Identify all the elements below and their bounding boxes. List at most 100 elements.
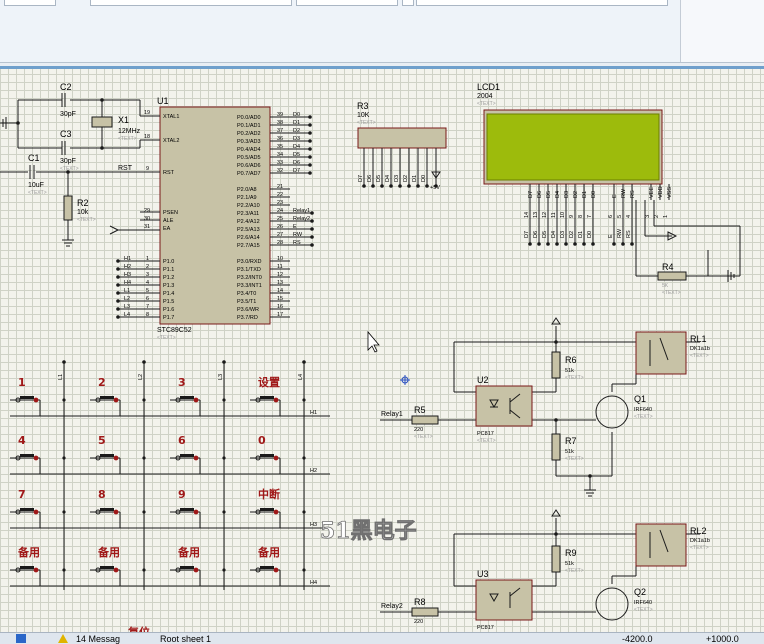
key-contact xyxy=(175,567,181,573)
net-label: D6 xyxy=(533,231,539,238)
u1-pin-label: P1.4 xyxy=(163,291,174,297)
u1-pin-label: P2.2/A10 xyxy=(237,203,260,209)
rl1-relay[interactable] xyxy=(635,331,687,375)
lcd-pin-label: D3 xyxy=(564,191,570,198)
key-contact xyxy=(273,455,279,461)
x1-placeholder: <TEXT> xyxy=(118,136,137,142)
lcd1-part: 2004 xyxy=(477,93,493,100)
u1-pin-label: P0.0/AD0 xyxy=(237,115,261,121)
q2-placeholder: <TEXT> xyxy=(634,607,653,613)
net-dot xyxy=(582,242,586,246)
lcd1-ref: LCD1 xyxy=(477,82,500,92)
u1-pin-label: P1.3 xyxy=(163,283,174,289)
column-net-label: L4 xyxy=(298,374,304,380)
relay1-net: Relay1 xyxy=(381,411,403,418)
q1-ref: Q1 xyxy=(634,394,646,404)
rl2-relay[interactable] xyxy=(635,523,687,567)
net-label: D0 xyxy=(293,112,300,118)
lcd-pin-label: VEE xyxy=(649,187,655,198)
pin-num: 19 xyxy=(144,110,150,116)
lcd-pin-num: 13 xyxy=(533,212,539,218)
pin-num: 15 xyxy=(277,296,283,302)
column-net-label: L2 xyxy=(138,374,144,380)
relay2-net: Relay2 xyxy=(381,603,403,610)
r3-placeholder: <TEXT> xyxy=(357,120,376,126)
net-dot xyxy=(308,115,312,119)
net-dot xyxy=(142,568,146,572)
net-dot xyxy=(302,360,306,364)
key-button xyxy=(100,454,114,457)
key-contact xyxy=(273,567,279,573)
q1-placeholder: <TEXT> xyxy=(634,414,653,420)
sheet-name[interactable]: Root sheet 1 xyxy=(160,634,212,644)
net-dot xyxy=(116,267,120,271)
pin-num: 31 xyxy=(144,224,150,230)
u2-optocoupler[interactable] xyxy=(475,385,533,427)
lcd-pin-label: D1 xyxy=(582,191,588,198)
net-dot xyxy=(142,360,146,364)
u1-mcu[interactable] xyxy=(159,106,271,325)
r6-ref: R6 xyxy=(565,355,577,365)
lcd-pin-label: D5 xyxy=(546,191,552,198)
net-dot xyxy=(308,131,312,135)
r3-ref: R3 xyxy=(357,101,369,111)
key-button xyxy=(180,454,194,457)
key-contact xyxy=(113,455,119,461)
key-contact xyxy=(193,567,199,573)
key-contact xyxy=(255,455,261,461)
r6-value: 51k xyxy=(565,368,574,374)
key-button xyxy=(20,396,34,399)
u1-pin-label: P0.7/AD7 xyxy=(237,171,261,177)
u1-pin-label: P1.2 xyxy=(163,275,174,281)
r5-placeholder: <TEXT> xyxy=(414,434,433,440)
pin-num: 17 xyxy=(277,312,283,318)
net-label: RW xyxy=(293,232,303,238)
lcd-pin-label: D0 xyxy=(591,191,597,198)
u1-pin-label: P1.1 xyxy=(163,267,174,273)
r4-value: 5K xyxy=(662,283,669,289)
toolbar-strip xyxy=(402,0,414,6)
net-dot xyxy=(62,510,66,514)
c3-value: 30pF xyxy=(60,158,76,165)
u3-optocoupler[interactable] xyxy=(475,579,533,621)
lcd-pin-label: VDD xyxy=(658,186,664,198)
coord-y: +1000.0 xyxy=(706,634,739,644)
u1-pin-label: P1.6 xyxy=(163,307,174,313)
net-label: D7 xyxy=(293,168,300,174)
net-label: D7 xyxy=(524,231,530,238)
pin-num: 25 xyxy=(277,216,283,222)
u1-pin-label: P3.3/INT1 xyxy=(237,283,262,289)
coord-x: -4200.0 xyxy=(622,634,653,644)
r3-resistor-pack[interactable] xyxy=(357,127,447,149)
lcd-pin-label: E xyxy=(612,194,618,198)
net-label: D6 xyxy=(367,175,373,182)
net-dot xyxy=(612,242,616,246)
pin-num: 14 xyxy=(277,288,283,294)
net-label: H1 xyxy=(124,256,131,262)
net-dot xyxy=(528,242,532,246)
key-contact xyxy=(95,509,101,515)
net-dot xyxy=(380,184,384,188)
net-label: D2 xyxy=(293,128,300,134)
net-label: D6 xyxy=(293,160,300,166)
stop-icon[interactable] xyxy=(16,634,26,643)
key-contact xyxy=(113,397,119,403)
warning-icon[interactable] xyxy=(58,634,68,643)
lcd1-display[interactable] xyxy=(483,109,663,185)
net-dot xyxy=(308,155,312,159)
toolbar-strip xyxy=(90,0,292,6)
pin-num: 35 xyxy=(277,144,283,150)
toolbar-area xyxy=(0,0,764,63)
lcd-pin-label: D4 xyxy=(555,191,561,198)
net-label: L4 xyxy=(124,312,130,318)
u2-placeholder: <TEXT> xyxy=(477,438,496,444)
net-dot xyxy=(630,242,634,246)
pin-num: 18 xyxy=(144,134,150,140)
r5-ref: R5 xyxy=(414,405,426,415)
pin-num: 2 xyxy=(146,264,149,270)
messages-count[interactable]: 14 Messag xyxy=(76,634,121,644)
key-contact xyxy=(255,567,261,573)
lcd-pin-label: D6 xyxy=(537,191,543,198)
u3-ref: U3 xyxy=(477,569,489,579)
